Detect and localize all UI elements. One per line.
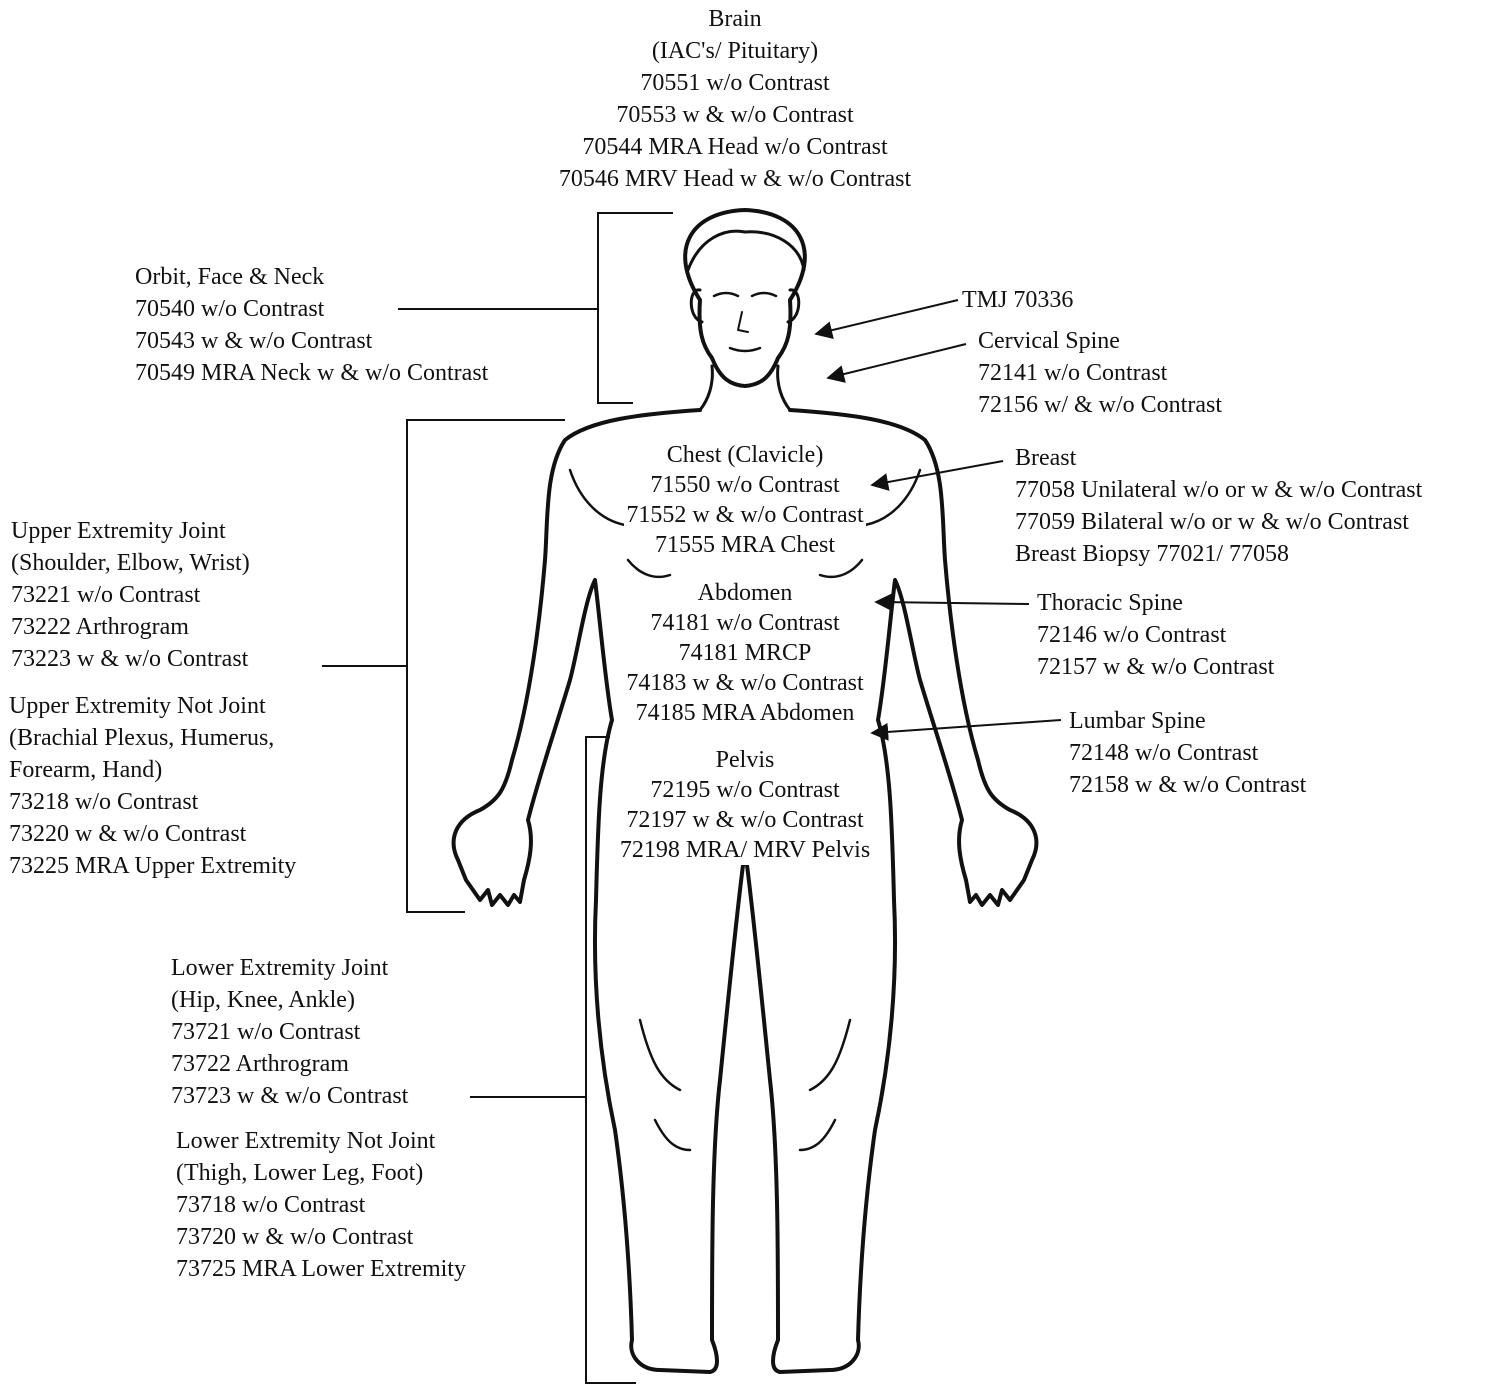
breast-label: Breast 77058 Unilateral w/o or w & w/o C…	[1015, 442, 1422, 570]
lower-extremity-not-joint-label: Lower Extremity Not Joint (Thigh, Lower …	[176, 1125, 466, 1285]
lower-extremity-joint-label: Lower Extremity Joint (Hip, Knee, Ankle)…	[171, 952, 408, 1112]
tmj-label: TMJ 70336	[962, 284, 1073, 316]
thoracic-spine-label: Thoracic Spine 72146 w/o Contrast 72157 …	[1037, 587, 1274, 683]
brain-label: Brain (IAC's/ Pituitary) 70551 w/o Contr…	[520, 3, 950, 195]
pelvis-label: Pelvis 72195 w/o Contrast 72197 w & w/o …	[590, 745, 900, 865]
upper-extremity-not-joint-label: Upper Extremity Not Joint (Brachial Plex…	[9, 690, 296, 882]
abdomen-label: Abdomen 74181 w/o Contrast 74181 MRCP 74…	[595, 578, 895, 728]
upper-extremity-joint-label: Upper Extremity Joint (Shoulder, Elbow, …	[11, 515, 250, 675]
cervical-spine-label: Cervical Spine 72141 w/o Contrast 72156 …	[978, 325, 1222, 421]
orbit-face-neck-label: Orbit, Face & Neck 70540 w/o Contrast 70…	[135, 261, 488, 389]
chest-label: Chest (Clavicle) 71550 w/o Contrast 7155…	[595, 440, 895, 560]
lumbar-spine-label: Lumbar Spine 72148 w/o Contrast 72158 w …	[1069, 705, 1306, 801]
